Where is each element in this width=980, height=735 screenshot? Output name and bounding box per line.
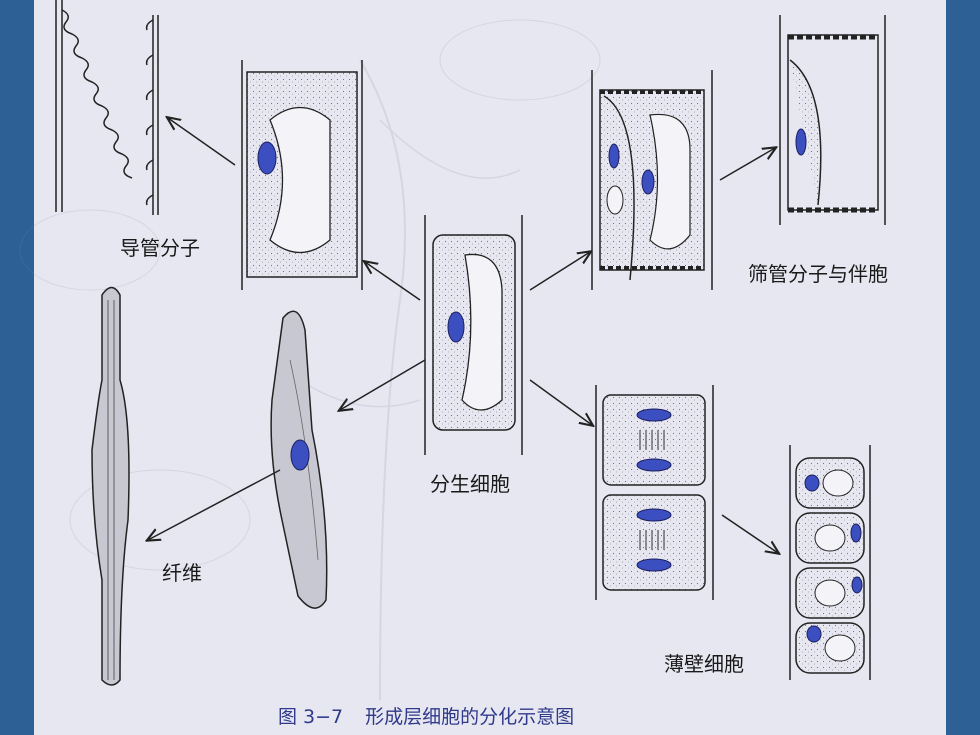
vessel-cell <box>241 60 363 290</box>
arrow-to-fiber <box>148 469 281 540</box>
sieve-tube-mature <box>779 15 886 225</box>
label-sieve-tube-companion: 筛管分子与伴胞 <box>748 262 888 286</box>
arrow-to-sieve <box>529 252 590 291</box>
arrow-to-vessel <box>365 262 421 301</box>
figure-title: 形成层细胞的分化示意图 <box>365 706 575 728</box>
label-parenchyma: 薄壁细胞 <box>664 652 744 676</box>
vessel-wall-strip <box>55 0 159 215</box>
figure-number: 图 3−7 <box>278 706 344 728</box>
parenchyma-cells <box>789 445 871 680</box>
fiber-mature <box>91 286 130 686</box>
nucleus <box>608 143 620 169</box>
label-meristem-cell: 分生细胞 <box>430 472 510 496</box>
label-fiber: 纤维 <box>162 561 202 585</box>
figure-caption: 图 3−7 形成层细胞的分化示意图 <box>278 702 574 729</box>
nucleus <box>290 439 310 471</box>
label-vessel-element: 导管分子 <box>120 236 200 260</box>
left-frame-bar <box>0 0 34 735</box>
dividing-cells <box>595 385 714 600</box>
right-frame-bar <box>946 0 980 735</box>
nucleus <box>641 169 655 195</box>
arrow-to-dividing <box>529 379 592 425</box>
arrow-to-fiber-cell <box>340 359 426 410</box>
arrows <box>148 118 778 553</box>
nucleus <box>447 311 465 343</box>
meristem-cell <box>424 215 523 455</box>
sieve-tube-cell <box>591 70 713 290</box>
arrow-to-sieve-mature <box>719 148 775 181</box>
nucleus <box>257 141 277 175</box>
background-texture <box>19 19 601 701</box>
arrow-to-vessel-strip <box>168 118 236 166</box>
nucleus <box>795 128 807 156</box>
fiber-cell <box>270 310 328 609</box>
arrow-to-parenchyma <box>721 514 778 553</box>
